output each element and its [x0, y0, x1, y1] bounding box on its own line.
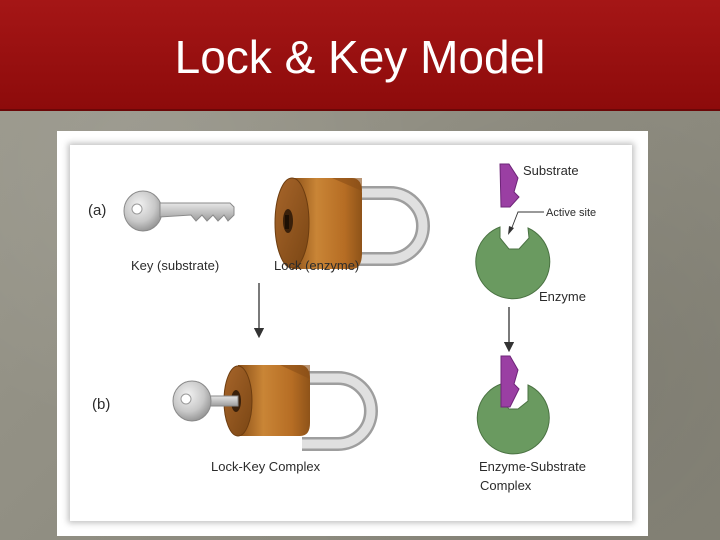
- lock-label: Lock (enzyme): [274, 258, 359, 273]
- key-label: Key (substrate): [131, 258, 219, 273]
- es-complex-label-line1: Enzyme-Substrate: [479, 459, 586, 474]
- substrate-bound-icon: [500, 355, 520, 408]
- figure-frame: (a) Key (substrate) Lock (enzyme): [57, 131, 648, 536]
- diagram-panel: (a) Key (substrate) Lock (enzyme): [70, 145, 632, 521]
- slide-title: Lock & Key Model: [174, 31, 546, 83]
- enzyme-label: Enzyme: [539, 289, 586, 304]
- key-icon: [123, 190, 235, 232]
- substrate-label: Substrate: [523, 163, 579, 178]
- row-b-label: (b): [92, 396, 110, 413]
- enzyme-icon: [475, 226, 551, 300]
- lock-icon: [274, 177, 430, 269]
- substrate-icon: [499, 163, 520, 208]
- lock-key-complex-icon: [172, 365, 378, 451]
- enzyme-complex-icon: [476, 383, 550, 455]
- lock-key-complex-label: Lock-Key Complex: [211, 459, 321, 474]
- active-site-pointer: [510, 211, 544, 231]
- row-a-label: (a): [88, 202, 106, 219]
- title-bar: Lock & Key Model: [0, 0, 720, 111]
- active-site-label: Active site: [546, 207, 596, 219]
- lock-key-diagram: (a) Key (substrate) Lock (enzyme): [88, 163, 596, 493]
- es-complex-label-line2: Complex: [480, 478, 532, 493]
